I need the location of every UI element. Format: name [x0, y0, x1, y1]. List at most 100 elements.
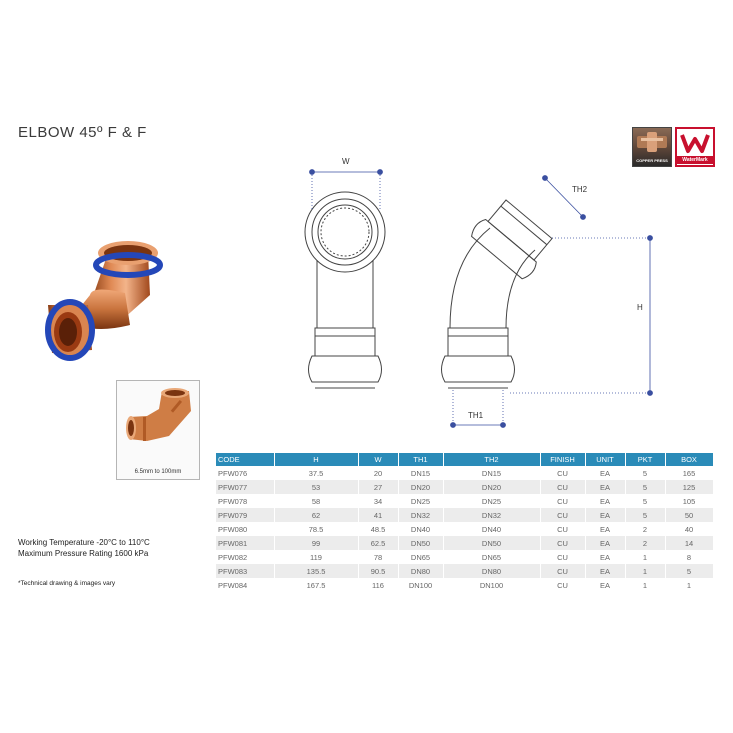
- cell-h: 135.5: [274, 564, 359, 578]
- cell-code: PFW081: [216, 536, 275, 550]
- cell-th1: DN100: [398, 578, 444, 592]
- thumbnail-elbow-icon: [126, 388, 191, 441]
- cell-code: PFW082: [216, 550, 275, 564]
- cell-th1: DN65: [398, 550, 444, 564]
- cell-pkt: 5: [625, 494, 666, 508]
- cell-th2: DN32: [443, 508, 541, 522]
- cell-th2: DN100: [443, 578, 541, 592]
- col-header-box: BOX: [665, 453, 714, 466]
- cell-w: 41: [358, 508, 399, 522]
- cell-box: 105: [665, 494, 714, 508]
- copper-press-logo-icon: [637, 132, 667, 152]
- cell-h: 53: [274, 480, 359, 494]
- watermark-badge: WaterMark: [675, 127, 715, 167]
- cell-unit: EA: [585, 466, 626, 480]
- cell-unit: EA: [585, 550, 626, 564]
- thumbnail-caption: 6.5mm to 100mm: [134, 469, 182, 475]
- copper-press-label: COPPER PRESS: [636, 158, 668, 163]
- cell-h: 99: [274, 536, 359, 550]
- cell-finish: CU: [540, 494, 586, 508]
- dim-th1-label: TH1: [468, 411, 484, 420]
- specifications: Working Temperature -20°C to 110°C Maxim…: [18, 537, 150, 559]
- dim-h-label: H: [637, 303, 643, 312]
- cell-pkt: 2: [625, 536, 666, 550]
- cell-h: 167.5: [274, 578, 359, 592]
- col-header-w: W: [358, 453, 399, 466]
- cell-finish: CU: [540, 508, 586, 522]
- cell-finish: CU: [540, 480, 586, 494]
- elbow-product-image: [45, 241, 163, 361]
- cell-th2: DN65: [443, 550, 541, 564]
- col-header-pkt: PKT: [625, 453, 666, 466]
- cell-finish: CU: [540, 466, 586, 480]
- product-table: CODE H W TH1 TH2 FINISH UNIT PKT BOX PFW…: [216, 453, 714, 592]
- col-header-h: H: [274, 453, 359, 466]
- cell-h: 78.5: [274, 522, 359, 536]
- cell-code: PFW083: [216, 564, 275, 578]
- cell-code: PFW084: [216, 578, 275, 592]
- col-header-unit: UNIT: [585, 453, 626, 466]
- technical-drawing: W TH1 TH2 H: [304, 157, 653, 428]
- cell-finish: CU: [540, 536, 586, 550]
- cell-box: 5: [665, 564, 714, 578]
- cell-box: 165: [665, 466, 714, 480]
- copper-press-badge: COPPER PRESS: [632, 127, 672, 167]
- cell-h: 58: [274, 494, 359, 508]
- cell-h: 62: [274, 508, 359, 522]
- cell-code: PFW080: [216, 522, 275, 536]
- cell-pkt: 5: [625, 466, 666, 480]
- working-temperature: Working Temperature -20°C to 110°C: [18, 538, 150, 547]
- table-header-row: CODE H W TH1 TH2 FINISH UNIT PKT BOX: [216, 453, 714, 466]
- watermark-label: WaterMark: [677, 156, 713, 164]
- cell-th2: DN40: [443, 522, 541, 536]
- cell-w: 116: [358, 578, 399, 592]
- cell-box: 40: [665, 522, 714, 536]
- cell-finish: CU: [540, 564, 586, 578]
- col-header-finish: FINISH: [540, 453, 586, 466]
- cell-pkt: 5: [625, 480, 666, 494]
- col-header-th2: TH2: [443, 453, 541, 466]
- cell-w: 27: [358, 480, 399, 494]
- cell-th2: DN25: [443, 494, 541, 508]
- max-pressure: Maximum Pressure Rating 1600 kPa: [18, 549, 149, 558]
- cell-pkt: 2: [625, 522, 666, 536]
- cell-box: 1: [665, 578, 714, 592]
- cell-th1: DN15: [398, 466, 444, 480]
- cell-box: 14: [665, 536, 714, 550]
- dim-w-label: W: [342, 157, 350, 166]
- thumbnail-image: 6.5mm to 100mm: [116, 380, 200, 480]
- dim-th2-label: TH2: [572, 185, 588, 194]
- cell-h: 119: [274, 550, 359, 564]
- cell-pkt: 1: [625, 550, 666, 564]
- cell-th2: DN80: [443, 564, 541, 578]
- product-title: ELBOW 45º F & F: [18, 124, 147, 141]
- cell-w: 48.5: [358, 522, 399, 536]
- disclaimer-note: *Technical drawing & images vary: [18, 580, 116, 587]
- cell-th2: DN15: [443, 466, 541, 480]
- cell-pkt: 1: [625, 578, 666, 592]
- cell-h: 37.5: [274, 466, 359, 480]
- cell-th1: DN50: [398, 536, 444, 550]
- cell-unit: EA: [585, 536, 626, 550]
- col-header-code: CODE: [216, 453, 275, 466]
- cell-pkt: 1: [625, 564, 666, 578]
- cell-box: 8: [665, 550, 714, 564]
- cell-unit: EA: [585, 578, 626, 592]
- cell-w: 90.5: [358, 564, 399, 578]
- cell-unit: EA: [585, 480, 626, 494]
- cell-th1: DN32: [398, 508, 444, 522]
- col-header-th1: TH1: [398, 453, 444, 466]
- cell-unit: EA: [585, 522, 626, 536]
- cell-unit: EA: [585, 508, 626, 522]
- cell-code: PFW077: [216, 480, 275, 494]
- cell-th1: DN20: [398, 480, 444, 494]
- cell-finish: CU: [540, 522, 586, 536]
- cell-w: 34: [358, 494, 399, 508]
- cell-th2: DN20: [443, 480, 541, 494]
- cell-code: PFW079: [216, 508, 275, 522]
